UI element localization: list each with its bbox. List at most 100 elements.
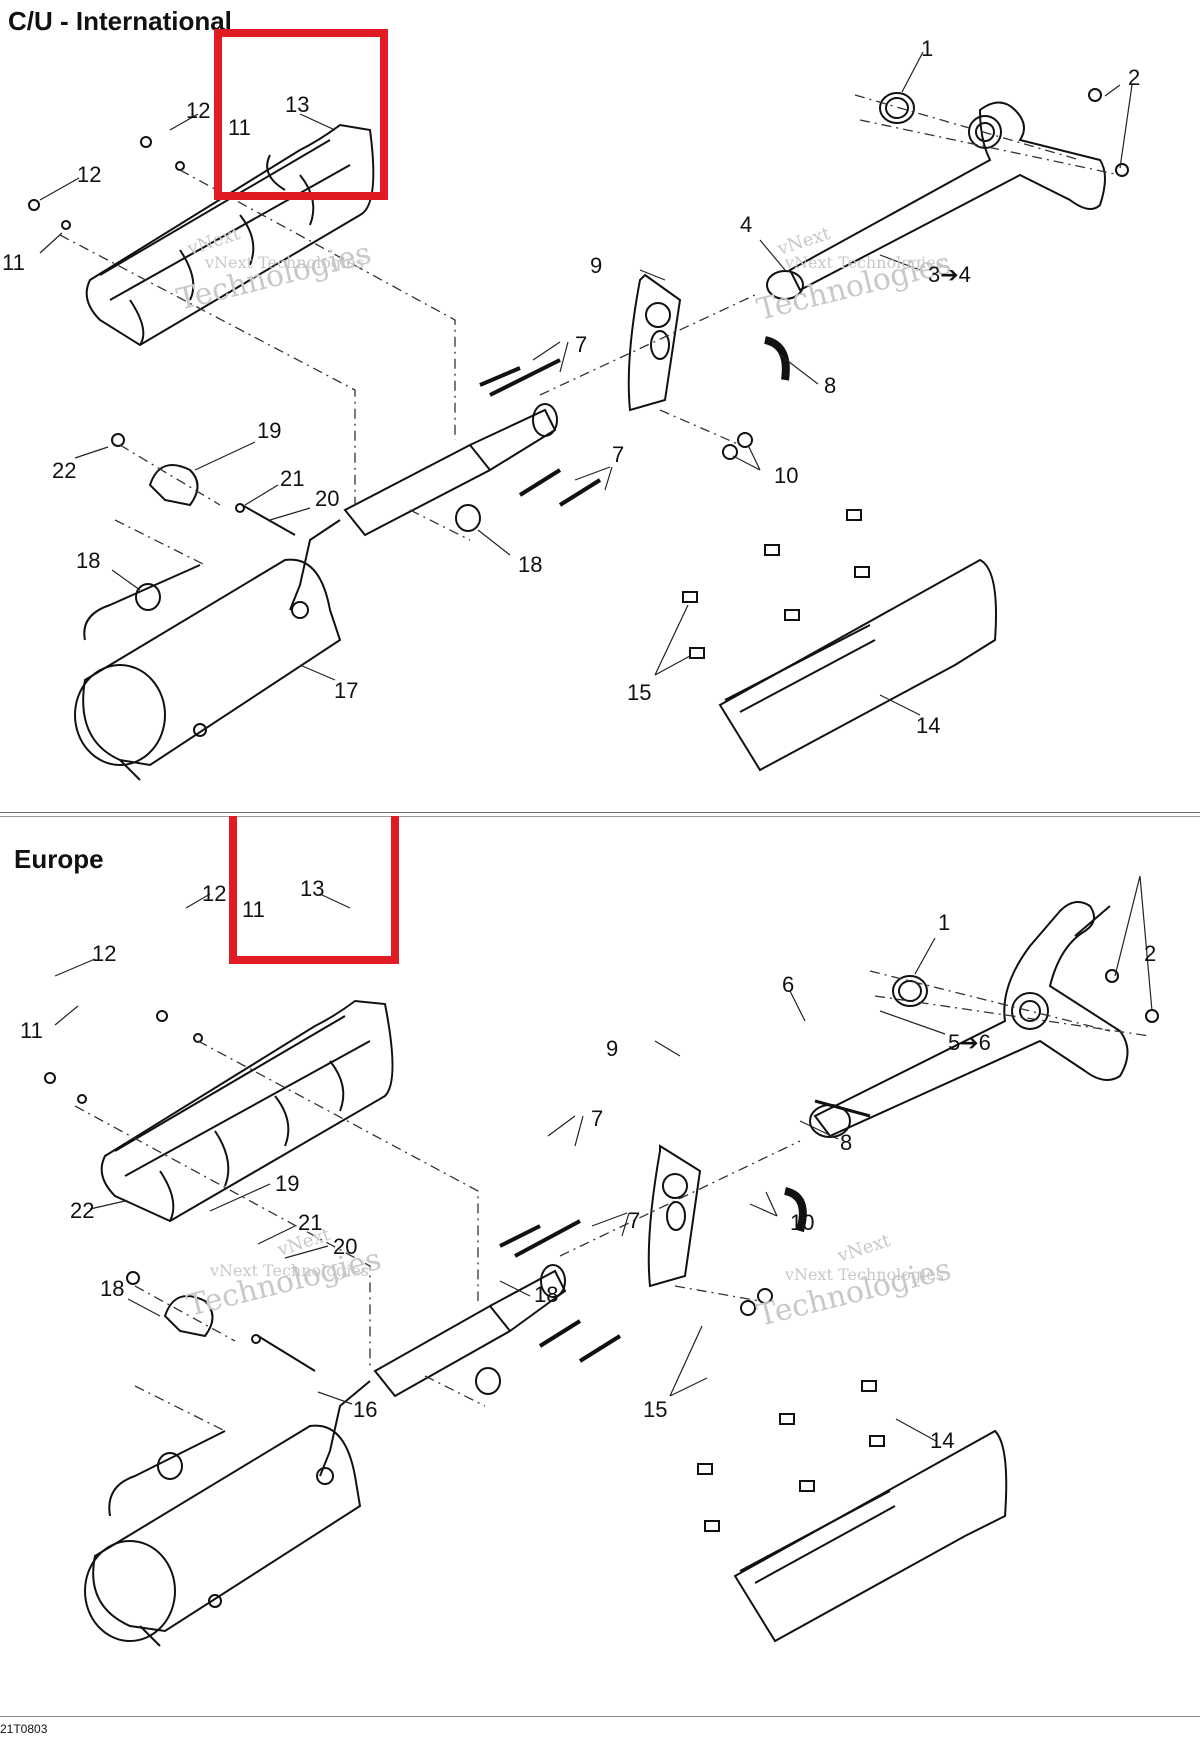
spring-part [518,468,602,507]
callout-13: 13 [285,92,309,117]
callout-9: 9 [590,253,602,278]
callout-9: 9 [606,1036,618,1061]
exhaust-pipe-part [813,901,1129,1138]
spring-part [499,1219,581,1258]
footer-divider [0,1716,1200,1717]
callout-8: 8 [824,373,836,398]
nut-part [737,432,753,448]
muffler-part [74,558,342,781]
nut-part [126,1271,140,1285]
callout-1: 1 [938,910,950,935]
diagram-panel-europe: Europe [0,816,1200,1716]
spring-part [538,1319,622,1363]
callout-1: 1 [921,36,933,61]
washer-part [235,503,245,513]
callout-2: 2 [1128,65,1140,90]
nut-part [1088,88,1102,102]
callout-11b: 11 [2,250,25,275]
clip-part [784,609,800,621]
nut-part [1115,163,1129,177]
callout-7b: 7 [612,442,624,467]
middle-pipe-part [319,1264,567,1477]
exhaust-diagram-bottom: vNext vNext Technologies Technologies vN… [20,816,1159,1647]
gasket-part [892,975,928,1007]
clip-part [689,647,705,659]
callout-17: 17 [334,678,358,703]
screw-part [140,136,152,148]
washer-part [193,1033,203,1043]
callout-10: 10 [774,463,798,488]
callout-13: 13 [300,876,324,901]
clip-part [697,1463,713,1475]
callout-11a: 11 [228,115,251,140]
callout-5-to-6: 5➔6 [948,1030,991,1055]
muffler-part [84,1424,362,1647]
callout-4: 4 [740,212,752,237]
watermark: vNext vNext Technologies Technologies vN… [173,223,954,328]
svg-text:vNext Technologies: vNext Technologies [209,1261,369,1280]
clip-part [799,1480,815,1492]
clip-part [682,591,698,603]
pin-part [814,1099,871,1118]
screw-part [156,1010,168,1022]
callout-11b: 11 [20,1018,43,1043]
washer-part [77,1094,87,1104]
washer-part [175,161,185,171]
nut-part [1145,1009,1159,1023]
bracket-clip-part [163,1295,214,1338]
callout-12a: 12 [186,98,210,123]
heat-shield-lower-part [718,558,997,772]
spring-part [479,358,561,397]
clip-part [869,1435,885,1447]
svg-text:vNext Technologies: vNext Technologies [204,253,364,272]
svg-text:vNext Technologies: vNext Technologies [784,253,944,272]
callout-18b: 18 [534,1282,558,1307]
section-divider [0,812,1200,817]
clip-part [764,544,780,556]
highlight-box [229,816,399,964]
grommet-part [135,583,161,611]
callout-22: 22 [52,458,76,483]
callout-10: 10 [790,1210,814,1235]
callout-7a: 7 [591,1106,603,1131]
bracket-part [647,1144,702,1288]
callout-21: 21 [280,466,304,491]
washer-part [251,1334,261,1344]
callout-19: 19 [257,418,281,443]
callout-11a: 11 [242,897,265,922]
exhaust-pipe-part [788,101,1106,292]
callout-7a: 7 [575,332,587,357]
grommet-part [783,1187,807,1233]
nut-part [1105,969,1119,983]
callout-14: 14 [916,713,940,738]
bracket-part [627,273,682,412]
callout-19: 19 [275,1171,299,1196]
callout-15: 15 [627,680,651,705]
clip-part [779,1413,795,1425]
nut-part [740,1300,756,1316]
callout-8: 8 [840,1130,852,1155]
callout-3-to-4: 3➔4 [928,262,971,287]
svg-text:vNext Technologies: vNext Technologies [784,1265,944,1284]
screw-part [28,199,40,211]
callout-7b: 7 [628,1208,640,1233]
callout-22: 22 [70,1198,94,1223]
nut-part [757,1288,773,1304]
callout-18b: 18 [518,552,542,577]
highlight-box [214,29,388,200]
gasket-part [879,92,915,124]
grommet-part [157,1452,183,1480]
clip-part [854,566,870,578]
callout-18a: 18 [100,1276,124,1301]
nut-part [722,444,738,460]
callout-12b: 12 [92,941,116,966]
svg-text:vNext: vNext [834,1230,893,1267]
grommet-part [455,504,481,532]
grommet-part [475,1367,501,1395]
diagram-panel-cu-international: C/U - International [0,0,1200,812]
bracket-clip-part [148,464,199,507]
watermark: vNext vNext Technologies Technologies vN… [183,1224,954,1334]
callout-16: 16 [353,1397,377,1422]
screw-part [44,1072,56,1084]
heat-shield-part [85,123,375,347]
